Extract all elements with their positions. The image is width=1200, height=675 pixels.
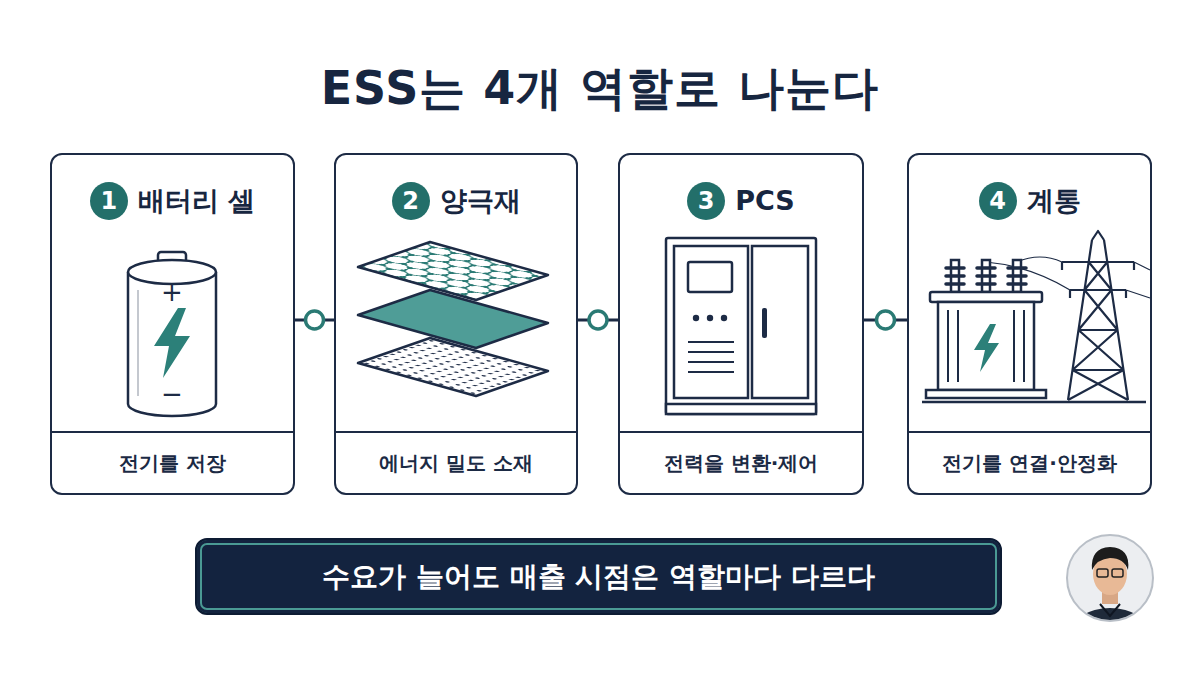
- avatar-glasses: [1097, 569, 1108, 577]
- role-card: PCS 전력을 변환·제어 3: [618, 153, 864, 495]
- connector-line: [578, 319, 618, 322]
- role-card: 계통전기를 연결·안정화 4: [907, 153, 1152, 495]
- connector-group: [864, 311, 907, 329]
- avatar-glasses: [1112, 569, 1123, 577]
- step-badge: 2: [392, 182, 430, 220]
- connector-group: [295, 311, 334, 329]
- card-description: 에너지 밀도 소재: [336, 431, 576, 493]
- connector-group: [578, 311, 618, 329]
- connector-knob: [306, 311, 324, 329]
- role-card: 양극재에너지 밀도 소재 2: [334, 153, 578, 495]
- step-number: 4: [989, 182, 1006, 220]
- connector-knob: [877, 311, 895, 329]
- step-number: 2: [402, 182, 419, 220]
- connector-knob: [589, 311, 607, 329]
- connector-line: [295, 319, 334, 322]
- diagram-title: ESS는 4개 역할로 나눈다: [0, 52, 1200, 124]
- card-heading: 계통: [1027, 181, 1081, 221]
- avatar-shoulders: [1070, 608, 1150, 660]
- step-badge: 3: [687, 182, 725, 220]
- terminal-sign: +: [161, 279, 183, 305]
- avatar-figure: [1070, 547, 1150, 660]
- avatar-collar: [1100, 604, 1120, 616]
- avatar-hair: [1092, 547, 1129, 570]
- card-heading: 배터리 셀: [138, 181, 255, 221]
- terminal-sign: −: [161, 381, 183, 407]
- step-badge: 4: [979, 182, 1017, 220]
- summary-text: 수요가 늘어도 매출 시점은 역할마다 다르다: [322, 558, 875, 596]
- card-description: 전기를 연결·안정화: [909, 431, 1150, 493]
- card-description: 전기를 저장: [52, 431, 293, 493]
- card-description: 전력을 변환·제어: [620, 431, 862, 493]
- presenter-avatar: [1067, 535, 1153, 660]
- step-badge: 1: [90, 182, 128, 220]
- card-heading: PCS: [735, 181, 795, 221]
- step-number: 1: [100, 182, 117, 220]
- summary-banner: 수요가 늘어도 매출 시점은 역할마다 다르다: [195, 538, 1002, 615]
- role-card: 배터리 셀전기를 저장 1: [50, 153, 295, 495]
- step-number: 3: [698, 182, 715, 220]
- connector-line: [864, 319, 907, 322]
- avatar-background: [1067, 535, 1153, 621]
- avatar-face: [1093, 553, 1127, 595]
- avatar-neck: [1102, 586, 1118, 604]
- card-heading: 양극재: [440, 181, 521, 221]
